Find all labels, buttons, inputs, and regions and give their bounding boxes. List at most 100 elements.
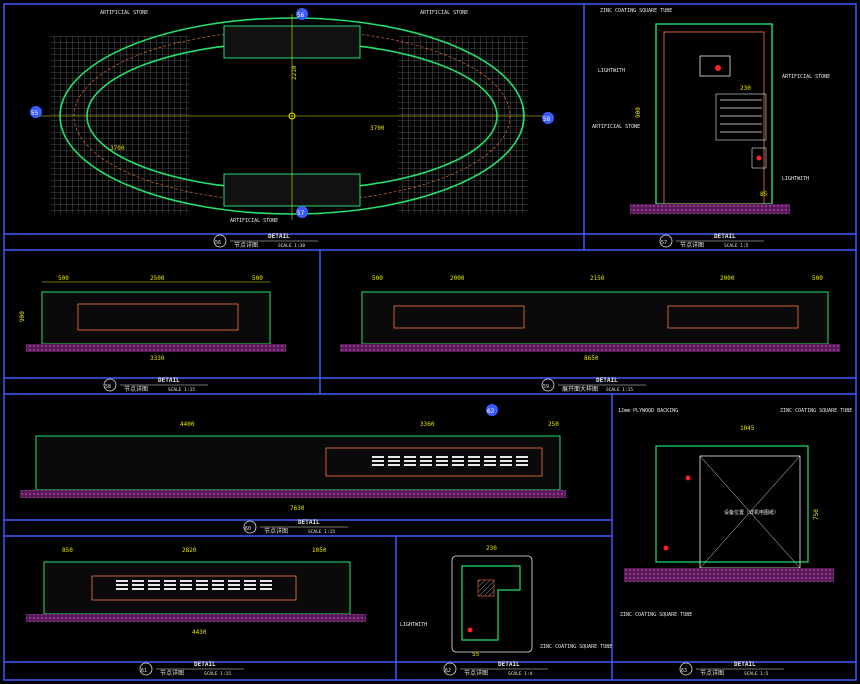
floor: [340, 344, 840, 352]
panel-57-section: ZINC COATING SQUARE TUBE LIGHTWITH ARTIF…: [592, 8, 830, 214]
title-number: 61: [141, 668, 147, 674]
vent-slat: [132, 588, 144, 590]
elevation-outline: [41, 291, 271, 345]
vent-slat: [116, 584, 128, 586]
vent-slat: [212, 588, 224, 590]
dim-text: 230: [740, 85, 751, 92]
title-bubble: [659, 234, 673, 248]
section-marker-left: 55: [30, 106, 42, 118]
vent-slat: [180, 588, 192, 590]
vent-slat: [212, 580, 224, 582]
vent-slat: [404, 456, 416, 458]
floor: [20, 490, 566, 498]
title-text: DETAIL: [498, 661, 520, 668]
vent-slat: [420, 456, 432, 458]
vent-slat: [116, 588, 128, 590]
title-scale: SCALE 1:5: [744, 671, 769, 677]
title-text: DETAIL: [194, 661, 216, 668]
vent-slat: [244, 588, 256, 590]
dim-text: 850: [62, 547, 73, 554]
vent-slat: [372, 464, 384, 466]
vent-slat: [500, 456, 512, 458]
title-scale: SCALE 1:5: [724, 243, 749, 249]
vent-slats: [720, 99, 762, 133]
title-bubble: [443, 662, 457, 676]
title-text: DETAIL: [298, 519, 320, 526]
vent-block: [715, 93, 767, 141]
vent-slat: [388, 460, 400, 462]
panel-59-unfolded-elevation: 500 2000 2150 2000 500 8650: [340, 275, 840, 362]
title-text: DETAIL: [714, 233, 736, 240]
vent-slat: [260, 588, 272, 590]
vent-slat: [420, 464, 432, 466]
vent-slat: [388, 456, 400, 458]
title-scale: SCALE 1:30: [278, 243, 305, 249]
light: [467, 627, 473, 633]
elevation-outline: [35, 435, 561, 491]
callout-text: ARTIFICIAL STONE: [592, 124, 640, 130]
dim-text: 750: [813, 509, 820, 520]
vent-slat: [468, 456, 480, 458]
callout-text: ARTIFICIAL STONE: [420, 10, 468, 16]
marker-label: 56: [297, 12, 305, 19]
vent-slat: [420, 460, 432, 462]
title-bubble: [103, 378, 117, 392]
title-subtitle: 节点详图: [160, 669, 184, 677]
dim-text: 4400: [180, 421, 195, 428]
title-subtitle: 节点详图: [264, 527, 288, 535]
vent-slat: [148, 580, 160, 582]
title-number: 60: [245, 526, 251, 532]
vent-slat: [516, 460, 528, 462]
vent-slat: [212, 584, 224, 586]
title-bubble: [679, 662, 693, 676]
callout-text: LIGHTWITH: [782, 176, 809, 182]
marker-label: 62: [487, 408, 495, 415]
vent-slat: [180, 584, 192, 586]
dim-text: 500: [812, 275, 823, 282]
vent-slat: [180, 580, 192, 582]
vent-slat: [388, 464, 400, 466]
dim-text: 8650: [584, 355, 599, 362]
title-text: DETAIL: [596, 377, 618, 384]
floor: [26, 344, 286, 352]
vent-slat: [484, 464, 496, 466]
led-panel-right: [667, 305, 799, 329]
enclosure: [655, 445, 809, 563]
callout-text: ARTIFICIAL STONE: [230, 218, 278, 224]
elevation-outline: [361, 291, 829, 345]
vent-slat: [228, 588, 240, 590]
vent-slat: [468, 464, 480, 466]
stone-corner: [461, 565, 521, 641]
vent-slat: [164, 580, 176, 582]
vent-slat: [164, 584, 176, 586]
dim-text: 85: [760, 191, 768, 198]
dim-text: 2000: [720, 275, 735, 282]
tube-frame: [663, 31, 765, 205]
dim-text: 2820: [182, 547, 197, 554]
title-number: 58: [105, 384, 111, 390]
dim-text: 500: [58, 275, 69, 282]
callout-text: ZINC COATING SQUARE TUBE: [620, 612, 692, 618]
vent-slat: [260, 584, 272, 586]
vent-slat: [244, 584, 256, 586]
dim-text: 500: [252, 275, 263, 282]
equipment-cross: [699, 455, 801, 569]
dim-text: 2000: [450, 275, 465, 282]
marker-label: 57: [297, 210, 305, 217]
vent-slat: [372, 460, 384, 462]
vent-slat: [500, 460, 512, 462]
vent-slat: [372, 456, 384, 458]
title-number: 59: [543, 384, 549, 390]
vent-slat: [132, 580, 144, 582]
vent-slat: [132, 584, 144, 586]
vent-slat: [116, 580, 128, 582]
vent-slat: [484, 456, 496, 458]
title-number: 63: [681, 668, 687, 674]
section-marker-p5: 62: [486, 404, 498, 416]
vent-slat: [516, 456, 528, 458]
dim-text: 2500: [150, 275, 165, 282]
tube: [477, 579, 495, 597]
panel-56-oval-plan: 2210 3700 3700 55 58 56 57 ARTIFICIAL ST…: [30, 8, 554, 224]
light: [685, 475, 691, 481]
callout-text: 12mm PLYWOOD BACKING: [618, 408, 678, 414]
